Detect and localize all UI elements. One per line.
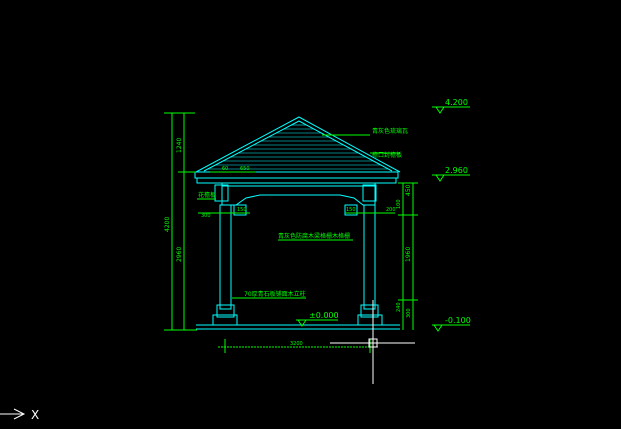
dim-column-right: 200 <box>386 207 396 213</box>
left-cap <box>233 204 247 216</box>
eave-board-lower <box>196 177 397 184</box>
annotation-eave-label: 花檐板 <box>198 191 216 199</box>
annotation-roof-board: 檐口封檐板 <box>372 151 402 159</box>
roof-structure <box>195 116 401 173</box>
dim-total-height: 4200 <box>164 217 171 232</box>
right-bracket <box>362 184 377 202</box>
right-column <box>363 204 376 310</box>
eave-structure <box>194 171 399 216</box>
roof-inner-outline <box>203 120 393 172</box>
left-column <box>219 204 232 310</box>
ucs-x-label: X <box>31 408 39 422</box>
ground-platform <box>196 324 400 330</box>
dim-column-left: 300 <box>201 213 211 219</box>
right-column-base <box>360 304 379 318</box>
eave-board <box>194 171 399 179</box>
elev-ground-triangle <box>297 319 307 327</box>
left-column-base <box>216 304 235 318</box>
elev-ground-label: ±0.000 <box>309 311 339 320</box>
labels: 4.200 2.960 ±0.000 -0.100 4200 1240 2960… <box>164 98 471 347</box>
dim-right-small-a: 100 <box>396 199 402 209</box>
dimension-lines <box>164 112 418 353</box>
ucs-arrow-icon <box>13 408 26 420</box>
dim-column-height: 2960 <box>176 247 183 262</box>
leader-lines <box>197 134 400 299</box>
dim-right-upper: 450 <box>405 184 412 196</box>
dim-eave-left: 650 <box>240 166 250 172</box>
dim-right-bottom: 300 <box>406 308 412 318</box>
right-cap <box>344 204 358 216</box>
left-bracket <box>214 184 229 202</box>
cursor-pickbox <box>368 338 378 348</box>
dim-right-small-b: 240 <box>396 302 402 312</box>
elev-eave-triangle <box>435 174 445 182</box>
dim-beam-left: 150 <box>237 207 247 213</box>
roof-outline <box>195 116 401 173</box>
elevation-markers <box>296 106 470 332</box>
ucs-icon: X <box>0 408 39 422</box>
dim-right-mid: 1960 <box>405 247 412 262</box>
annotation-beam-label: 青灰色防腐木梁格栅木格栅 <box>278 232 350 240</box>
dim-bottom-span: 3200 <box>290 341 303 347</box>
crosshair-cursor <box>330 300 415 384</box>
roof-tile-hatch <box>207 124 389 170</box>
elev-base-label: -0.100 <box>445 316 471 325</box>
annotation-roof-tile: 青灰色琉璃瓦 <box>372 127 408 135</box>
columns <box>212 204 383 326</box>
elev-top-triangle <box>435 106 445 114</box>
elev-top-label: 4.200 <box>445 98 468 107</box>
dim-roof-height: 1240 <box>176 138 183 153</box>
dim-eave-small: 60 <box>222 166 228 172</box>
elev-eave-label: 2.960 <box>445 166 468 175</box>
dim-beam-right: 150 <box>346 207 356 213</box>
annotation-column-label: 70厚青石板铺面木立柱 <box>244 290 306 298</box>
elev-base-triangle <box>433 324 443 332</box>
